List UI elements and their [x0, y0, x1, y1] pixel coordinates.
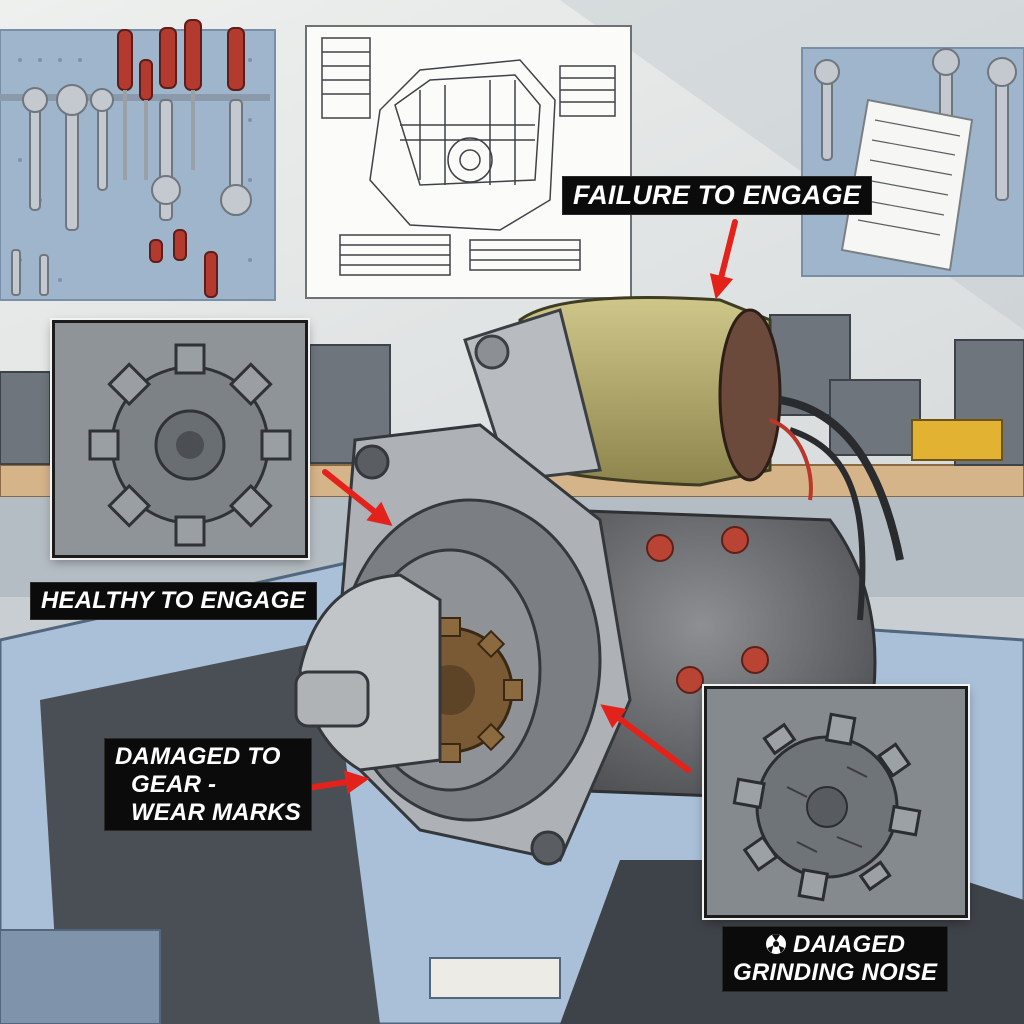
healthy-gear-inset: [52, 320, 308, 558]
failure-label-text: FAILURE TO ENGAGE: [573, 180, 861, 210]
right-pegboard: [801, 47, 1024, 277]
engine-diagram-poster: [305, 25, 632, 299]
damaged-label-line-3: WEAR MARKS: [131, 798, 301, 826]
damaged-gear-wear-marks-label: DAMAGED TO GEAR - WEAR MARKS: [104, 738, 312, 832]
healthy-label-text: HEALTHY TO ENGAGE: [41, 587, 306, 614]
hazard-icon: [766, 934, 787, 954]
grinding-label-text-1: DAIAGED: [793, 931, 906, 958]
arrow-to-gear-edge: [600, 704, 691, 773]
grinding-label-line-1: DAIAGED: [733, 931, 937, 959]
left-pegboard: [0, 19, 276, 301]
arrow-to-nose-housing: [322, 469, 393, 526]
failure-to-engage-label: FAILURE TO ENGAGE: [562, 176, 872, 216]
healthy-to-engage-label: HEALTHY TO ENGAGE: [30, 582, 317, 620]
callout-arrows: [292, 219, 738, 795]
grinding-noise-label: DAIAGED GRINDING NOISE: [722, 926, 949, 992]
arrow-to-solenoid: [709, 219, 738, 300]
healthy-gear-icon: [55, 323, 305, 555]
damaged-gear-icon: [707, 689, 965, 915]
damaged-label-line-2: GEAR -: [131, 770, 217, 798]
damaged-label-line-1: DAMAGED TO: [115, 743, 281, 770]
damaged-gear-inset: [704, 686, 968, 918]
grinding-label-line-2: GRINDING NOISE: [733, 958, 938, 986]
